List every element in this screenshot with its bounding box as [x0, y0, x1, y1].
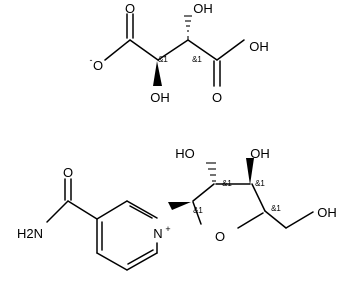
bond [192, 201, 202, 225]
wedge-bond [168, 202, 191, 210]
bond [285, 211, 314, 229]
bond [67, 200, 98, 220]
wedge-bond [153, 61, 162, 86]
hydroxyl-label: HO [175, 146, 195, 161]
bond [129, 205, 153, 219]
bond [126, 200, 158, 219]
stereo-label: &1 [271, 204, 281, 213]
stereo-label: &1 [193, 206, 203, 215]
negative-charge-label: - [90, 55, 93, 65]
nicotinamide-riboside-molecule: HO OH &1 &1 &1 &1 O OH N + O H2N [17, 146, 337, 271]
bond [96, 252, 128, 271]
hydroxyl-label: OH [193, 1, 213, 16]
hydroxyl-label: OH [317, 205, 337, 220]
carbonyl-oxygen-label: O [212, 90, 222, 105]
bond [46, 200, 69, 223]
carboxylate-oxygen-label: O [93, 58, 103, 73]
ring-oxygen-label: O [215, 229, 225, 244]
carbonyl-oxygen-label: O [125, 1, 135, 16]
bond [264, 210, 287, 229]
hashed-bond [184, 15, 192, 41]
bond [96, 200, 128, 220]
stereo-label: &1 [222, 179, 232, 188]
pyridinium-nitrogen-label: N [153, 226, 162, 241]
carboxylic-hydroxyl-label: OH [249, 39, 269, 54]
bond [104, 39, 131, 61]
stereo-label: &1 [158, 55, 168, 64]
wedge-bond [246, 158, 254, 185]
bond [192, 183, 215, 202]
hashed-bond [206, 162, 216, 182]
hydroxyl-label: OH [150, 90, 170, 105]
bond [251, 183, 266, 212]
tartrate-molecule: O O - &1 OH &1 OH OH O [90, 1, 269, 105]
bond [157, 39, 189, 61]
hydroxyl-label: OH [250, 146, 270, 161]
bond [127, 249, 154, 265]
bond [187, 39, 218, 61]
stereo-label: &1 [255, 179, 265, 188]
bond [237, 212, 264, 229]
bond [216, 39, 245, 61]
amide-oxygen-label: O [63, 165, 73, 180]
amide-nitrogen-label: H2N [17, 226, 43, 241]
positive-charge-label: + [165, 224, 170, 234]
bond [126, 252, 158, 271]
bond [129, 39, 159, 61]
stereo-label: &1 [192, 55, 202, 64]
